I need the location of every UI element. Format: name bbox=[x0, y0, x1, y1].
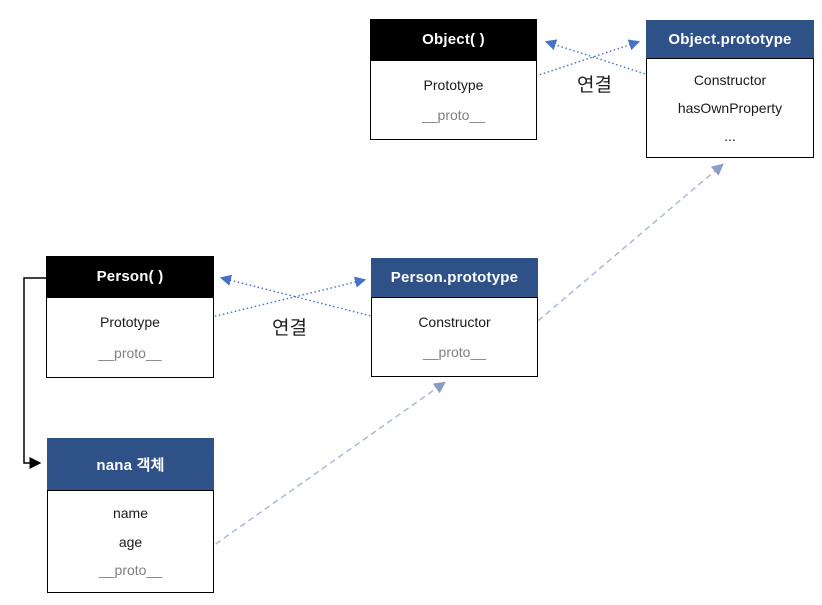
object-constructor-box: Object( ) Prototype __proto__ bbox=[370, 19, 537, 140]
object-prototype-title: Object.prototype bbox=[668, 30, 792, 48]
person-prototype-header: Person.prototype bbox=[371, 258, 538, 297]
objectproto-ellipsis-label: ... bbox=[724, 128, 736, 144]
object-prototype-header: Object.prototype bbox=[646, 20, 814, 58]
person-constructor-header: Person( ) bbox=[46, 256, 214, 297]
nana-proto-property-label: __proto__ bbox=[98, 562, 163, 579]
person-proto-property-label: __proto__ bbox=[98, 345, 162, 361]
object-constructor-header: Object( ) bbox=[370, 19, 537, 60]
personproto-constructor-label: Constructor bbox=[418, 313, 491, 330]
nana-object-header: nana 객체 bbox=[47, 438, 214, 490]
objectproto-constructor-label: Constructor bbox=[693, 72, 767, 88]
person-prototype-box: Person.prototype Constructor __proto__ bbox=[371, 258, 538, 377]
object-constructor-body: Prototype __proto__ bbox=[370, 60, 537, 140]
connector-personproto-proto-to-objectproto bbox=[499, 163, 724, 354]
person-constructor-box: Person( ) Prototype __proto__ bbox=[46, 256, 214, 378]
object-prototype-property-label: Prototype bbox=[423, 76, 484, 93]
object-prototype-body: Constructor hasOwnProperty ... bbox=[646, 58, 814, 158]
objectproto-hasownproperty-label: hasOwnProperty bbox=[677, 100, 783, 116]
link-label-top: 연결 bbox=[577, 75, 612, 96]
nana-object-body: name age __proto__ bbox=[47, 490, 214, 593]
nana-name-property-label: name bbox=[112, 504, 149, 521]
connector-person-to-nana bbox=[23, 277, 46, 469]
person-constructor-body: Prototype __proto__ bbox=[46, 297, 214, 378]
person-prototype-property-label: Prototype bbox=[100, 314, 160, 330]
nana-object-box: nana 객체 name age __proto__ bbox=[47, 438, 214, 593]
object-proto-property-label: __proto__ bbox=[421, 107, 486, 124]
nana-object-title: nana 객체 bbox=[96, 456, 165, 474]
nana-age-property-label: age bbox=[118, 533, 143, 550]
person-prototype-body: Constructor __proto__ bbox=[371, 297, 538, 377]
person-constructor-title: Person( ) bbox=[96, 268, 164, 285]
personproto-proto-label: __proto__ bbox=[422, 344, 487, 361]
connector-nana-proto-to-personproto bbox=[182, 381, 446, 568]
object-constructor-title: Object( ) bbox=[422, 31, 485, 48]
link-label-middle: 연결 bbox=[272, 318, 307, 339]
object-prototype-box: Object.prototype Constructor hasOwnPrope… bbox=[646, 20, 814, 158]
person-prototype-title: Person.prototype bbox=[390, 269, 519, 286]
